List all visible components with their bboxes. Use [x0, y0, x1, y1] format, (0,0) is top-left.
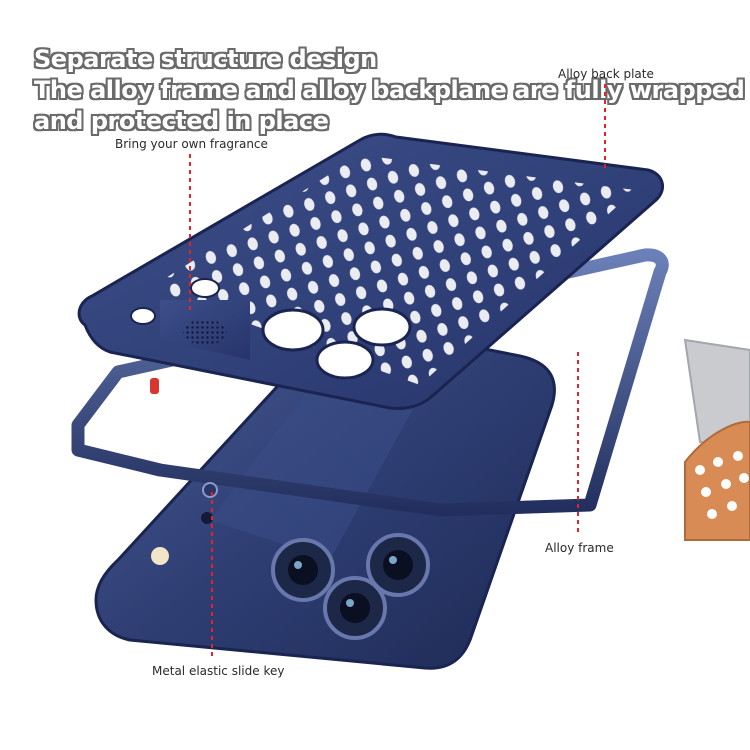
camera-lenses: [271, 533, 430, 640]
frame-red-clip: [150, 378, 159, 394]
callout-alloy-back-plate: Alloy back plate: [558, 67, 654, 81]
fragrance-vent: [183, 319, 227, 345]
alloy-back-plate: [77, 132, 665, 410]
headline-line-2: The alloy frame and alloy backplane are …: [34, 76, 745, 104]
camera-cutouts: [130, 278, 412, 380]
callout-leader-lines: [189, 84, 606, 658]
callout-alloy-frame: Alloy frame: [545, 541, 614, 555]
slide-key: [202, 482, 218, 498]
lidar-sensor: [201, 512, 213, 524]
headline: Separate structure design The alloy fram…: [34, 44, 745, 137]
callout-slide-key: Metal elastic slide key: [152, 664, 285, 678]
headline-line-3: and protected in place: [34, 107, 329, 135]
headline-line-1: Separate structure design: [34, 45, 377, 73]
color-variants-peek: [683, 338, 750, 541]
callout-fragrance: Bring your own fragrance: [115, 137, 268, 151]
flash-light: [151, 547, 169, 565]
alloy-frame: [71, 248, 669, 517]
